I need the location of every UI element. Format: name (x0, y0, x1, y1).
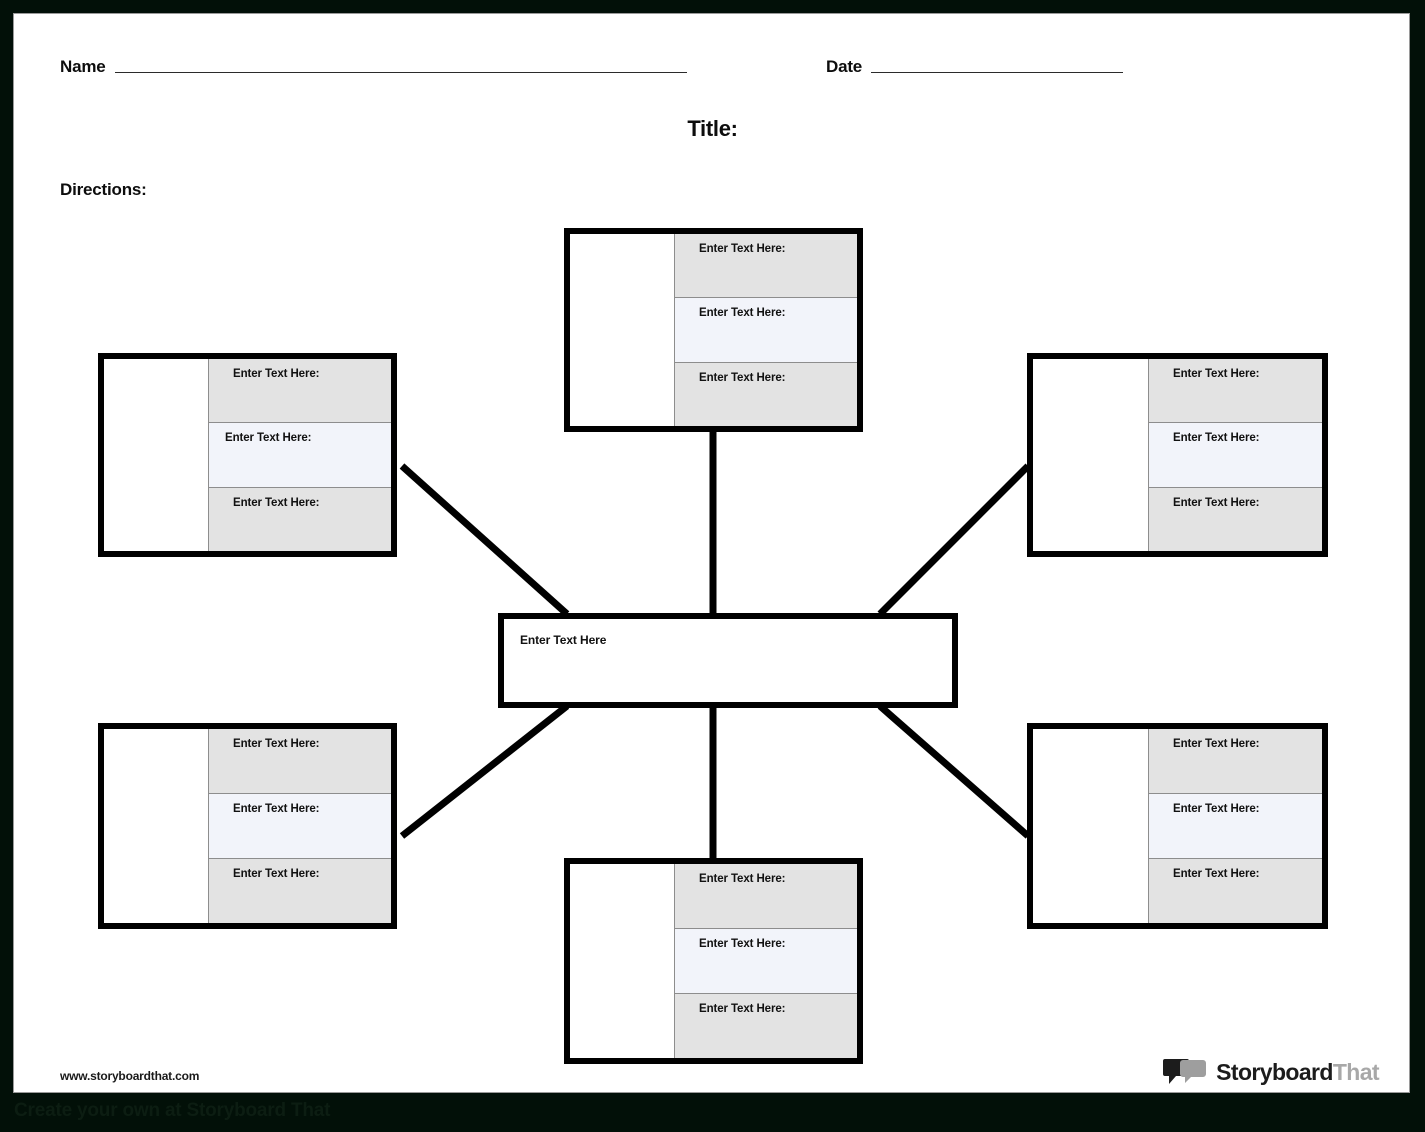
logo-word-that: That (1332, 1058, 1380, 1085)
node-bottom-right-cell-3[interactable]: Enter Text Here: (1149, 859, 1322, 923)
node-bottom-left[interactable]: Enter Text Here: Enter Text Here: Enter … (98, 723, 397, 929)
node-top-right-drawing-area[interactable] (1033, 359, 1149, 551)
node-top-right-cell-1[interactable]: Enter Text Here: (1149, 359, 1322, 424)
node-bottom-left-cell-2[interactable]: Enter Text Here: (209, 794, 391, 859)
name-input-line[interactable] (114, 72, 687, 73)
date-label: Date (826, 57, 863, 76)
node-bottom-left-cell-1[interactable]: Enter Text Here: (209, 729, 391, 794)
directions-label: Directions: (60, 180, 147, 199)
node-top-right-cells: Enter Text Here: Enter Text Here: Enter … (1149, 359, 1322, 551)
node-bottom-right-cells: Enter Text Here: Enter Text Here: Enter … (1149, 729, 1322, 923)
logo-word-storyboard: Storyboard (1216, 1058, 1333, 1085)
node-top-left-cell-3[interactable]: Enter Text Here: (209, 487, 391, 551)
node-top-right-cell-3[interactable]: Enter Text Here: (1149, 487, 1322, 551)
node-top-left[interactable]: Enter Text Here: Enter Text Here: Enter … (98, 353, 397, 557)
title-label: Title: (687, 116, 738, 141)
node-top-cell-1[interactable]: Enter Text Here: (675, 234, 857, 299)
node-top-drawing-area[interactable] (570, 234, 675, 426)
node-top-cells: Enter Text Here: Enter Text Here: Enter … (675, 234, 857, 426)
connector-bottom-left (399, 703, 570, 839)
name-label: Name (60, 57, 106, 76)
node-bottom-right-cell-1[interactable]: Enter Text Here: (1149, 729, 1322, 794)
node-bottom-drawing-area[interactable] (570, 864, 675, 1058)
node-bottom-left-cells: Enter Text Here: Enter Text Here: Enter … (209, 729, 391, 923)
node-top[interactable]: Enter Text Here: Enter Text Here: Enter … (564, 228, 863, 432)
node-top-right[interactable]: Enter Text Here: Enter Text Here: Enter … (1027, 353, 1328, 557)
backdrop-caption: Create your own at Storyboard That (14, 1100, 331, 1121)
node-center-text[interactable]: Enter Text Here (520, 633, 607, 647)
node-bottom-cell-3[interactable]: Enter Text Here: (675, 994, 857, 1058)
connector-bottom-right (877, 703, 1031, 839)
logo-wordmark: StoryboardThat (1216, 1059, 1379, 1086)
node-top-cell-2[interactable]: Enter Text Here: (675, 298, 857, 363)
worksheet-page: Name Date Title: Directions: Enter T (13, 13, 1410, 1093)
node-bottom-left-cell-3[interactable]: Enter Text Here: (209, 859, 391, 923)
node-bottom-right-cell-2[interactable]: Enter Text Here: (1149, 794, 1322, 859)
node-bottom-right-drawing-area[interactable] (1033, 729, 1149, 923)
node-bottom-left-drawing-area[interactable] (104, 729, 209, 923)
connector-lines (399, 431, 1031, 864)
node-top-left-cell-1[interactable]: Enter Text Here: (209, 359, 391, 424)
node-top-cell-3[interactable]: Enter Text Here: (675, 362, 857, 426)
node-top-right-cell-2[interactable]: Enter Text Here: (1149, 423, 1322, 488)
spider-map-diagram: Enter Text Here: Enter Text Here: Enter … (14, 14, 1409, 1092)
node-top-left-cells: Enter Text Here: Enter Text Here: Enter … (209, 359, 391, 551)
name-field-row: Name (60, 58, 687, 75)
footer-url: www.storyboardthat.com (60, 1069, 200, 1083)
node-top-left-drawing-area[interactable] (104, 359, 209, 551)
node-bottom-cell-2[interactable]: Enter Text Here: (675, 929, 857, 994)
date-input-line[interactable] (871, 72, 1124, 73)
node-center[interactable]: Enter Text Here (498, 613, 958, 708)
node-bottom[interactable]: Enter Text Here: Enter Text Here: Enter … (564, 858, 863, 1064)
node-bottom-right[interactable]: Enter Text Here: Enter Text Here: Enter … (1027, 723, 1328, 929)
date-field-row: Date (826, 57, 1124, 76)
connector-top-left (399, 463, 570, 617)
connector-top-right (877, 463, 1031, 617)
node-top-left-cell-2[interactable]: Enter Text Here: (209, 423, 391, 488)
node-bottom-cells: Enter Text Here: Enter Text Here: Enter … (675, 864, 857, 1058)
node-bottom-cell-1[interactable]: Enter Text Here: (675, 864, 857, 929)
storyboardthat-logo: StoryboardThat (1163, 1057, 1380, 1087)
speech-bubbles-icon (1163, 1059, 1207, 1084)
